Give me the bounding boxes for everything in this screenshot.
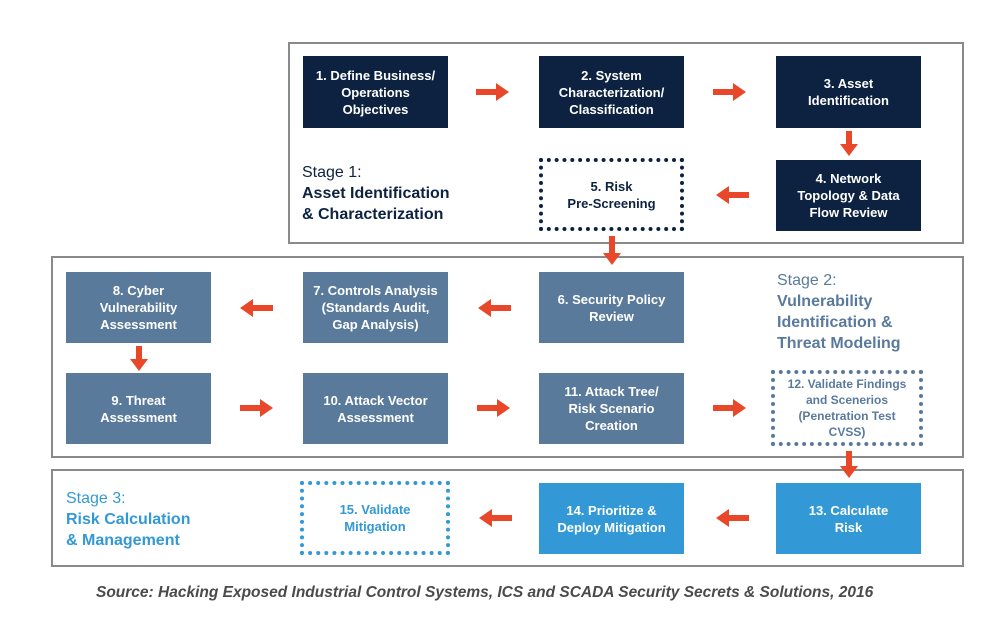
stage1-number: Stage 1: <box>302 164 362 181</box>
step-2-box: 2. System Characterization/ Classificati… <box>539 56 684 128</box>
step-10-label: 10. Attack Vector Assessment <box>323 392 428 425</box>
stage2-frame <box>51 256 964 458</box>
arrow-13-14 <box>716 509 749 527</box>
arrow-12-13 <box>840 451 858 478</box>
arrow-6-7 <box>478 299 511 317</box>
step-10-box: 10. Attack Vector Assessment <box>303 373 448 444</box>
step-11-label: 11. Attack Tree/ Risk Scenario Creation <box>564 384 659 433</box>
step-7-box: 7. Controls Analysis (Standards Audit, G… <box>303 272 448 343</box>
step-5-box: 5. Risk Pre-Screening <box>539 158 684 231</box>
arrow-14-15 <box>479 509 512 527</box>
arrow-8-9 <box>130 346 148 371</box>
stage3-number: Stage 3: <box>66 490 126 507</box>
stage2-title: Vulnerability Identification & Threat Mo… <box>777 293 901 352</box>
step-14-box: 14. Prioritize & Deploy Mitigation <box>539 483 684 554</box>
arrow-5-6 <box>603 236 621 265</box>
step-12-box: 12. Validate Findings and Scenerios (Pen… <box>771 370 923 446</box>
step-4-label: 4. Network Topology & Data Flow Review <box>797 171 900 220</box>
step-13-label: 13. Calculate Risk <box>808 502 889 535</box>
step-11-box: 11. Attack Tree/ Risk Scenario Creation <box>539 373 684 444</box>
step-7-label: 7. Controls Analysis (Standards Audit, G… <box>313 283 438 332</box>
source-caption: Source: Hacking Exposed Industrial Contr… <box>96 584 874 601</box>
step-12-label: 12. Validate Findings and Scenerios (Pen… <box>787 377 907 439</box>
step-6-box: 6. Security Policy Review <box>539 272 684 343</box>
arrow-2-3 <box>713 83 746 101</box>
step-9-label: 9. Threat Assessment <box>100 392 177 425</box>
step-14-label: 14. Prioritize & Deploy Mitigation <box>557 502 666 535</box>
step-5-label: 5. Risk Pre-Screening <box>567 178 656 211</box>
step-9-box: 9. Threat Assessment <box>66 373 211 444</box>
step-6-label: 6. Security Policy Review <box>557 291 666 324</box>
stage1-label: Stage 1: Asset Identification & Characte… <box>302 162 450 225</box>
step-3-label: 3. Asset Identification <box>808 76 889 108</box>
step-8-box: 8. Cyber Vulnerability Assessment <box>66 272 211 343</box>
stage1-frame <box>288 42 964 244</box>
step-8-label: 8. Cyber Vulnerability Assessment <box>99 283 178 332</box>
arrow-10-11 <box>477 399 510 417</box>
step-2-label: 2. System Characterization/ Classificati… <box>558 67 665 117</box>
stage1-title: Asset Identification & Characterization <box>302 185 450 223</box>
step-13-box: 13. Calculate Risk <box>776 483 921 554</box>
step-1-label: 1. Define Business/ Operations Objective… <box>315 67 436 117</box>
arrow-4-5 <box>716 186 749 204</box>
step-15-label: 15. Validate Mitigation <box>339 502 411 534</box>
arrow-11-12 <box>713 399 746 417</box>
arrow-1-2 <box>476 83 509 101</box>
arrow-3-4 <box>840 131 858 156</box>
step-1-box: 1. Define Business/ Operations Objective… <box>303 56 448 128</box>
step-15-box: 15. Validate Mitigation <box>300 481 450 555</box>
stage3-frame <box>51 469 964 567</box>
step-3-box: 3. Asset Identification <box>776 56 921 128</box>
arrow-9-10 <box>240 399 273 417</box>
stage3-label: Stage 3: Risk Calculation & Management <box>66 488 190 551</box>
arrow-7-8 <box>240 299 273 317</box>
stage2-number: Stage 2: <box>777 272 837 289</box>
stage3-title: Risk Calculation & Management <box>66 511 191 549</box>
step-4-box: 4. Network Topology & Data Flow Review <box>776 160 921 231</box>
stage2-label: Stage 2: Vulnerability Identification & … <box>777 270 901 354</box>
